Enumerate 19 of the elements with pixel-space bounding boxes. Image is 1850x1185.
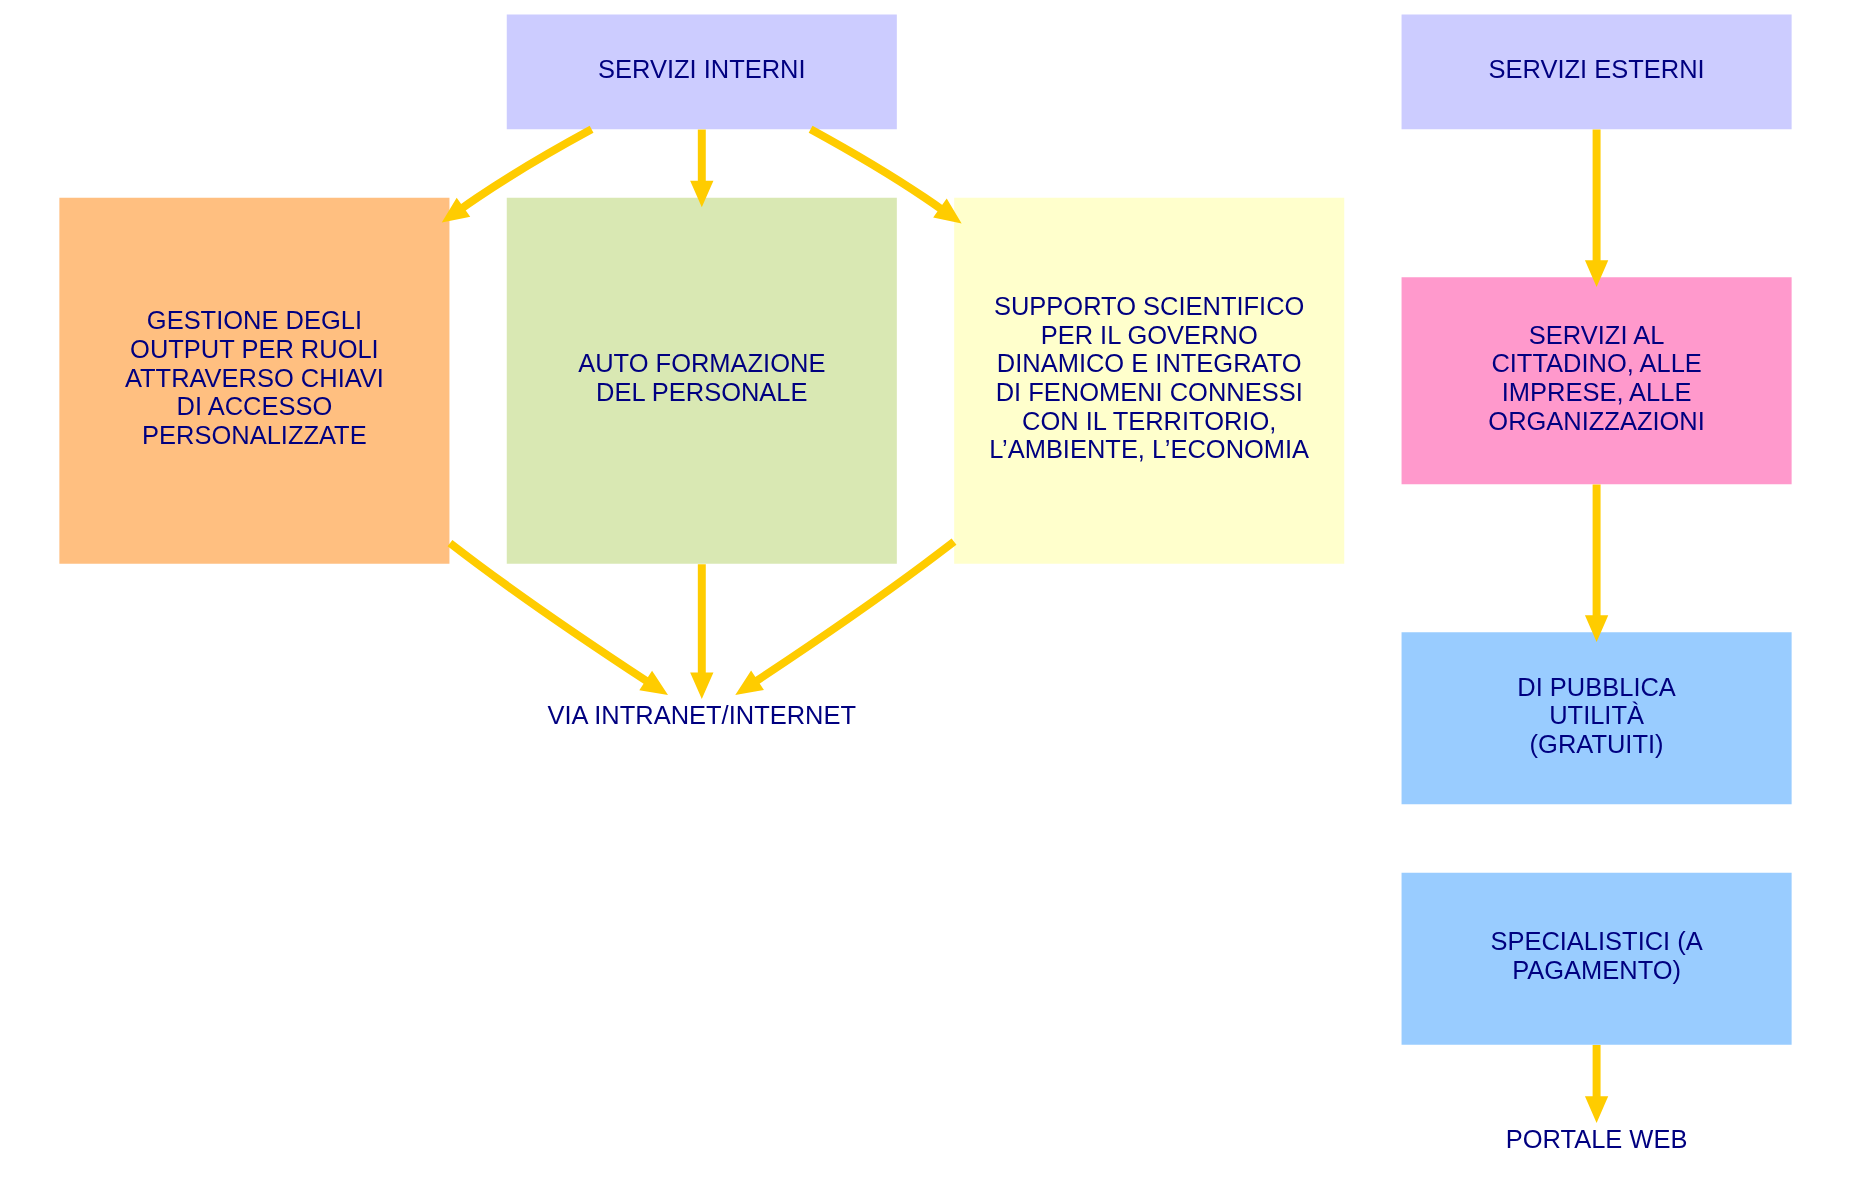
node-box: SPECIALISTICI (A PAGAMENTO) (1401, 872, 1792, 1045)
node-box: AUTO FORMAZIONE DEL PERSONALE (506, 197, 897, 564)
arrow (1584, 129, 1608, 287)
arrow (1584, 484, 1608, 642)
node-text: PORTALE WEB (1505, 1124, 1687, 1153)
arrow (689, 564, 713, 700)
arrow (808, 125, 962, 224)
arrow (1584, 1044, 1608, 1123)
node-box: GESTIONE DEGLI OUTPUT PER RUOLI ATTRAVERSO CHIAVI DI ACCESSO PERSONALIZZATE (58, 197, 449, 564)
node-box: SUPPORTO SCIENTIFICO PER IL GOVERNO DINAMICO E INTEGRATO DI FENOMENI CONNESSI CON IL TERRITORIO, L’AMBIENTE, L’ECONOMIA (953, 197, 1344, 564)
node-box: DI PUBBLICA UTILITÀ (GRATUITI) (1401, 632, 1792, 805)
arrow (447, 539, 668, 695)
arrow (734, 538, 956, 695)
node-box: SERVIZI INTERNI (506, 14, 897, 130)
node-box: SERVIZI AL CITTADINO, ALLE IMPRESE, ALLE ORGANIZZAZIONI (1401, 277, 1792, 485)
arrow (689, 129, 713, 208)
node-box: SERVIZI ESTERNI (1401, 14, 1792, 130)
node-text: VIA INTRANET/INTERNET (547, 701, 856, 730)
arrow (441, 125, 593, 223)
